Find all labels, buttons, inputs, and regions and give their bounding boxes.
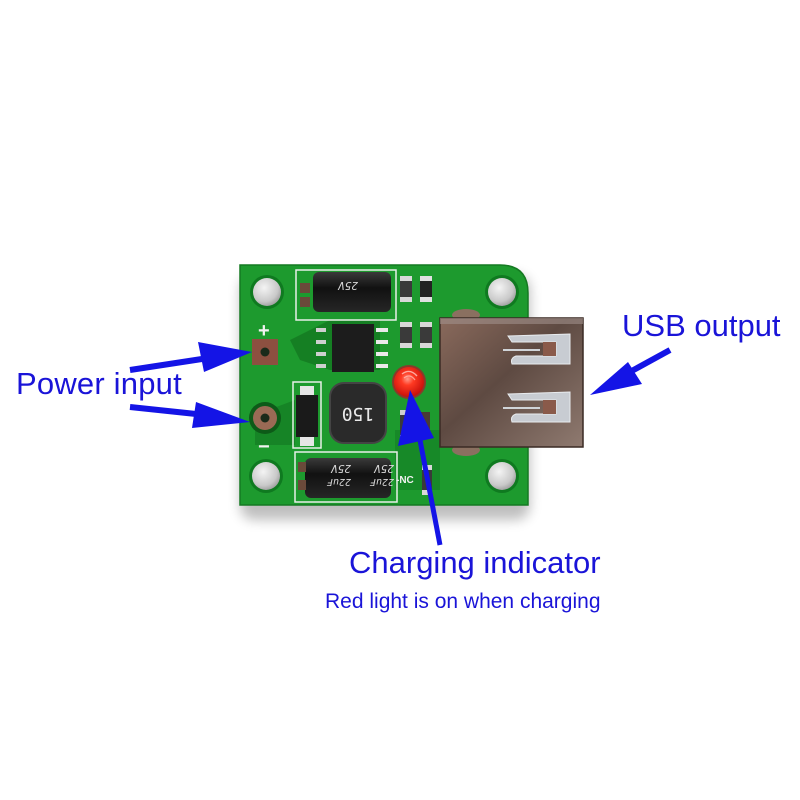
capacitor-bottom: 22uF 22uF 25V 25V -NC: [294, 451, 414, 503]
arrow-head: [398, 390, 434, 446]
arrow-power-positive: [129, 354, 216, 373]
power-input-label: Power input: [16, 366, 182, 401]
arrow-head: [198, 342, 252, 372]
charging-led: [392, 365, 426, 399]
arrow-head: [192, 402, 250, 428]
cap-top-marking: 25V: [337, 279, 358, 292]
annotation-arrows: [129, 342, 672, 546]
cap-bottom-marking: 22uF: [369, 476, 394, 487]
charging-indicator-label: Charging indicator: [349, 545, 601, 580]
usb-output-label: USB output: [622, 308, 781, 343]
arrow-head: [590, 362, 642, 395]
diode: [292, 381, 322, 449]
minus-marking: −: [258, 436, 270, 458]
plus-marking: +: [258, 320, 270, 342]
cap-bottom-marking: 25V: [373, 462, 394, 475]
nc-marking: -NC: [396, 475, 414, 486]
arrow-usb: [626, 347, 672, 376]
mounting-hole: [252, 462, 280, 490]
mounting-hole: [488, 278, 516, 306]
power-input-pads: [249, 339, 281, 434]
cap-bottom-marking: 25V: [330, 462, 351, 475]
inductor: 150: [329, 382, 387, 444]
cap-bottom-marking: 22uF: [326, 476, 351, 487]
mounting-holes: [249, 275, 519, 493]
mounting-hole: [488, 462, 516, 490]
charging-note-label: Red light is on when charging: [325, 590, 601, 613]
inductor-marking: 150: [342, 403, 375, 424]
ic-chip: [316, 324, 388, 372]
arrow-charging: [417, 439, 443, 546]
mounting-hole: [253, 278, 281, 306]
capacitor-top: 25V: [295, 269, 397, 321]
usb-connector: [439, 309, 584, 456]
